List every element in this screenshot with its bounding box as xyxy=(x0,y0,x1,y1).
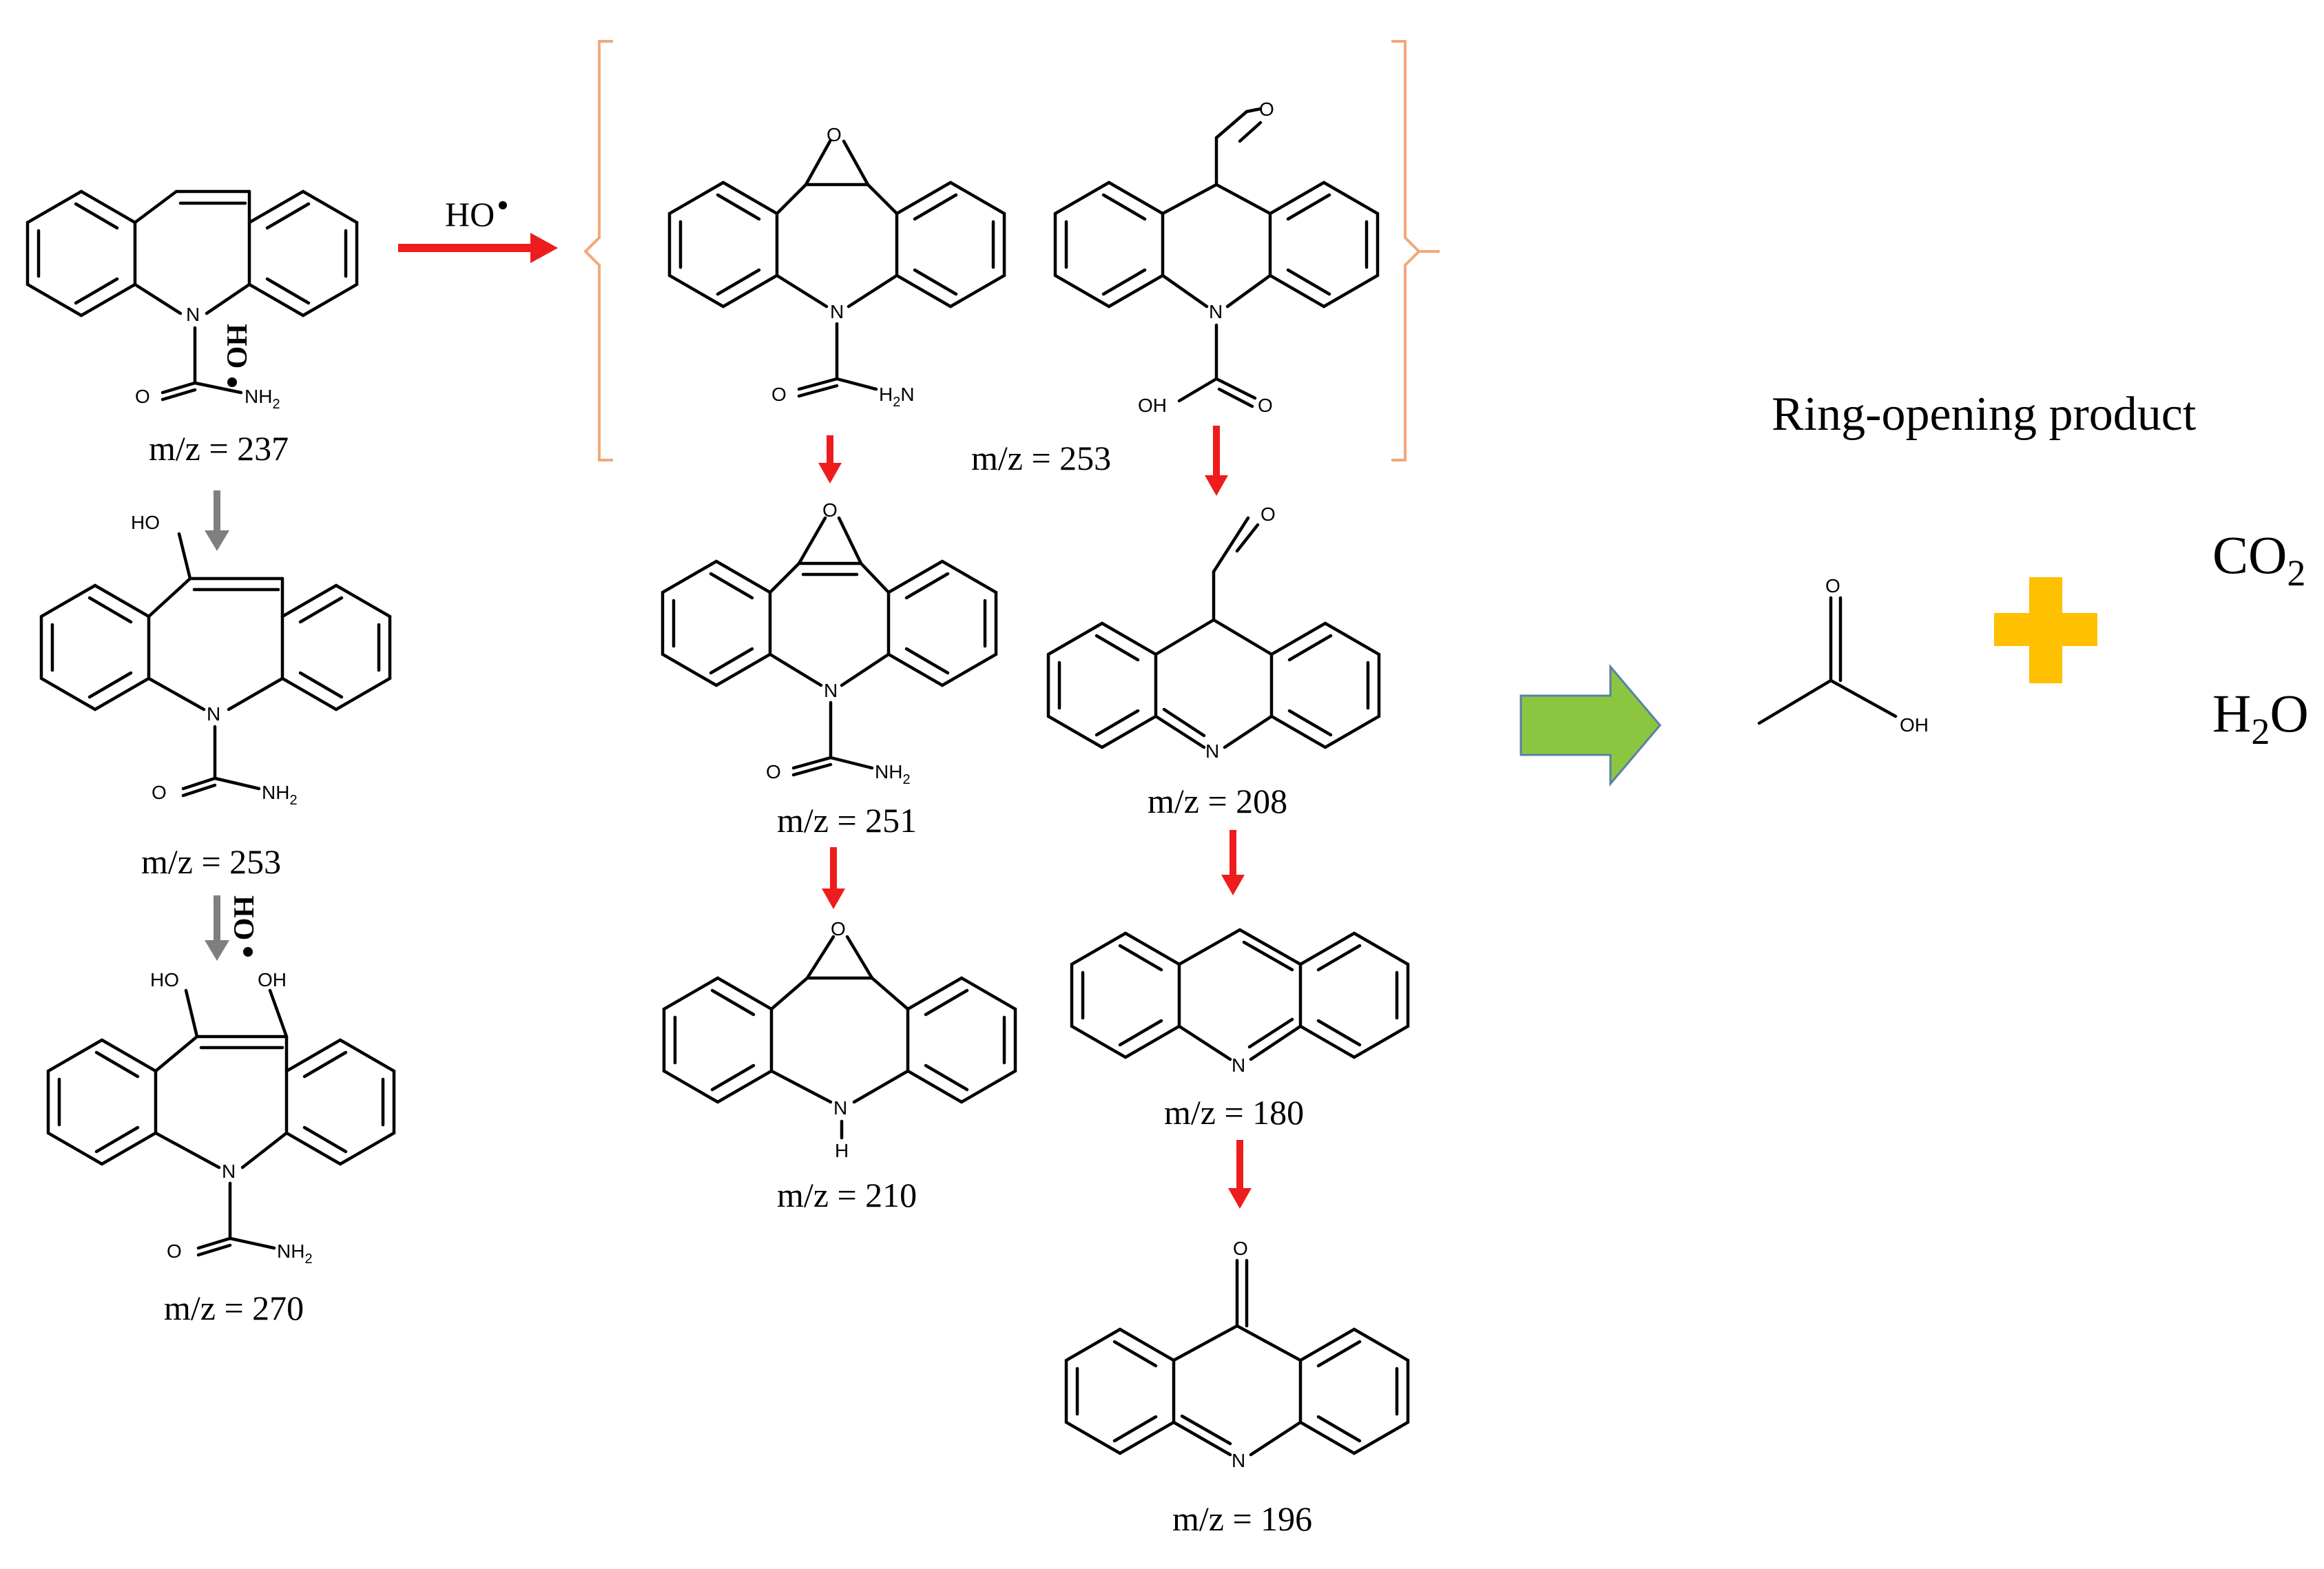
atom-ho: HO xyxy=(131,512,160,533)
atom-oh: OH xyxy=(258,969,287,990)
atom-h: H xyxy=(835,1140,849,1161)
radical-dot xyxy=(243,947,253,957)
mz-label-pair: m/z = 253 xyxy=(971,439,1111,477)
atom-o: O xyxy=(822,499,838,521)
mz-label: m/z = 210 xyxy=(777,1176,917,1214)
green-arrow xyxy=(1519,663,1661,787)
mz-label: m/z = 253 xyxy=(141,842,281,881)
compound-epoxide: O N O H2N xyxy=(670,124,1004,410)
compound-epoxide-ene: O N O NH2 m/z = 251 xyxy=(663,499,996,840)
atom-nh2: NH2 xyxy=(277,1240,313,1267)
ho-label: HO xyxy=(445,195,495,233)
atom-nh2: NH2 xyxy=(262,782,298,808)
h2o-label: H2O xyxy=(2212,683,2309,752)
atom-n: N xyxy=(1232,1450,1245,1471)
atom-oh: OH xyxy=(1900,714,1929,736)
arrow-down-red-4 xyxy=(1221,830,1245,895)
arrow-down-grey-2: HO xyxy=(205,895,259,961)
atom-n: N xyxy=(207,703,220,725)
atom-o: O xyxy=(1233,1238,1248,1259)
compound-acridine-aldehyde: O N m/z = 208 xyxy=(1048,503,1379,820)
acetic-acid: O OH xyxy=(1757,575,1929,736)
hydroxyl-radical-tag: HO xyxy=(220,324,252,368)
atom-o: O xyxy=(1259,98,1274,120)
atom-n: N xyxy=(830,301,844,322)
radical-dot xyxy=(499,201,507,209)
compound-hydroxy-cbz: HO N O NH2 m/z = 253 xyxy=(41,512,390,881)
co2-label: CO2 xyxy=(2212,525,2305,594)
atom-o: O xyxy=(152,782,167,803)
compound-acridine: N m/z = 180 xyxy=(1072,928,1408,1132)
ring-opening-title: Ring-opening product xyxy=(1772,388,2197,441)
atom-h2n: H2N xyxy=(879,384,915,410)
radical-dot xyxy=(227,377,237,387)
mz-label: m/z = 270 xyxy=(164,1289,304,1327)
atom-n: N xyxy=(186,304,200,325)
arrow-down-red-3 xyxy=(822,847,845,909)
atom-o: O xyxy=(167,1240,182,1262)
atom-nh2: NH2 xyxy=(245,386,280,412)
compound-carbamazepine: N O NH2 HO m/z = 237 xyxy=(28,189,357,468)
atom-o: O xyxy=(1260,503,1276,525)
mz-label: m/z = 180 xyxy=(1164,1093,1304,1132)
compound-acridine-aldehyde-acid: O N OH O xyxy=(1055,98,1378,416)
svg-text:HO: HO xyxy=(220,324,252,368)
arrow-down-red-2 xyxy=(1205,426,1228,496)
atom-ho: HO xyxy=(150,969,179,990)
arrow-down-grey-1 xyxy=(205,490,229,551)
ho-label: HO xyxy=(227,895,259,940)
atom-n: N xyxy=(1232,1054,1245,1076)
atom-o: O xyxy=(1825,575,1840,596)
arrow-down-red-5 xyxy=(1228,1140,1252,1209)
reaction-arrow-ho: HO xyxy=(398,195,558,263)
atom-oh: OH xyxy=(1138,395,1167,416)
plus-icon xyxy=(1994,577,2097,683)
atom-n: N xyxy=(824,680,838,701)
mz-label: m/z = 196 xyxy=(1172,1499,1312,1538)
atom-o: O xyxy=(135,386,150,407)
atom-nh2: NH2 xyxy=(875,761,911,787)
mz-label: m/z = 208 xyxy=(1148,782,1287,820)
atom-o: O xyxy=(1258,395,1273,416)
atom-o: O xyxy=(771,384,787,405)
intermediate-bracket xyxy=(583,40,1440,461)
mz-label: m/z = 251 xyxy=(777,801,917,840)
arrow-down-red-1 xyxy=(818,435,842,484)
atom-n: N xyxy=(1205,740,1219,762)
compound-epoxide-amine: O N H m/z = 210 xyxy=(664,918,1015,1214)
atom-n: N xyxy=(833,1097,847,1119)
compound-dihydroxy-cbz: HO OH N O NH2 m/z = 270 xyxy=(48,969,394,1327)
compound-acridone: O N m/z = 196 xyxy=(1066,1238,1408,1538)
atom-o: O xyxy=(831,918,846,939)
mz-label: m/z = 237 xyxy=(149,429,289,468)
atom-n: N xyxy=(1209,301,1223,322)
atom-o: O xyxy=(827,124,842,145)
atom-o: O xyxy=(766,761,781,782)
atom-n: N xyxy=(222,1161,236,1182)
